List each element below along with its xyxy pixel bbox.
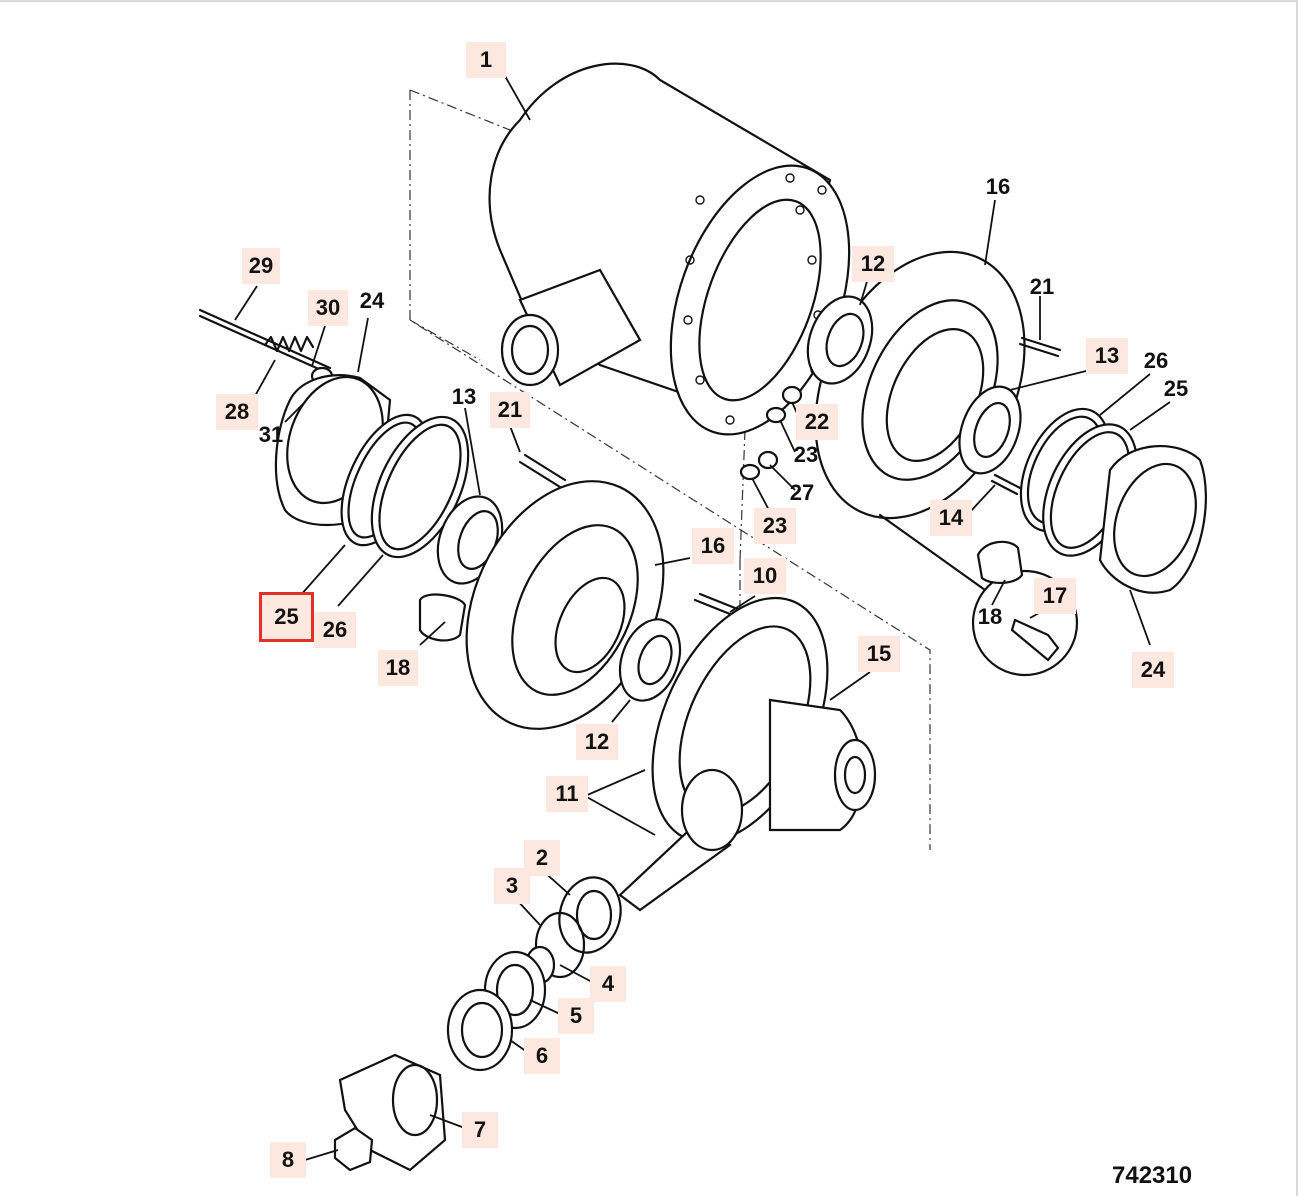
callout-21-left[interactable]: 21 — [490, 392, 530, 428]
left-end-parts — [198, 308, 504, 585]
callout-6[interactable]: 6 — [524, 1038, 560, 1074]
callout-10[interactable]: 10 — [744, 558, 786, 594]
pin-21-right — [1018, 336, 1062, 358]
callout-30[interactable]: 30 — [308, 290, 348, 326]
callout-28[interactable]: 28 — [216, 394, 258, 430]
callout-3[interactable]: 3 — [494, 868, 530, 904]
callout-16-right[interactable]: 16 — [985, 174, 1011, 199]
page-border-right — [1296, 0, 1298, 1196]
callout-25-selected[interactable]: 25 — [259, 592, 314, 642]
adjusting-nut-right — [958, 385, 1022, 475]
callout-13-left[interactable]: 13 — [451, 384, 477, 409]
callout-18-left[interactable]: 18 — [378, 650, 418, 686]
drawing-number: 742310 — [1112, 1162, 1193, 1189]
callout-24-right[interactable]: 24 — [1132, 652, 1174, 688]
callout-15[interactable]: 15 — [858, 636, 900, 672]
callout-12-right[interactable]: 12 — [852, 246, 894, 282]
callout-14[interactable]: 14 — [930, 500, 972, 536]
callout-29[interactable]: 29 — [242, 248, 280, 284]
callout-31[interactable]: 31 — [258, 422, 284, 447]
callout-8[interactable]: 8 — [270, 1142, 306, 1178]
callout-27[interactable]: 27 — [789, 480, 815, 505]
callout-18-right[interactable]: 18 — [977, 604, 1003, 629]
callout-4[interactable]: 4 — [590, 966, 626, 1002]
right-end-parts — [1019, 407, 1207, 594]
crown-wheel-and-differential — [618, 596, 877, 912]
callout-25-right[interactable]: 25 — [1163, 376, 1189, 401]
callout-21-right[interactable]: 21 — [1029, 274, 1055, 299]
callout-7[interactable]: 7 — [462, 1112, 498, 1148]
callout-2[interactable]: 2 — [524, 840, 560, 876]
callout-24-left[interactable]: 24 — [359, 288, 385, 313]
carrier-left — [418, 480, 665, 730]
pin-14 — [990, 473, 1022, 496]
callout-26-right[interactable]: 26 — [1143, 348, 1169, 373]
callout-1[interactable]: 1 — [466, 42, 506, 78]
pinion-parts — [333, 876, 622, 1172]
callout-16-left[interactable]: 16 — [692, 528, 734, 564]
axle-housing — [488, 62, 851, 436]
callout-5[interactable]: 5 — [558, 998, 594, 1034]
studs-22-23-27 — [739, 385, 803, 481]
leader-lines — [234, 75, 1171, 1161]
callout-12-left[interactable]: 12 — [576, 724, 618, 760]
callout-23-upper[interactable]: 23 — [793, 442, 819, 467]
callout-11[interactable]: 11 — [546, 776, 588, 812]
bearing-12-right — [806, 295, 874, 385]
pin-21-left — [523, 453, 567, 482]
page-border — [0, 0, 1298, 2]
callout-23-lower[interactable]: 23 — [754, 508, 796, 544]
bearing-12-left — [618, 618, 682, 702]
callout-26-left[interactable]: 26 — [314, 612, 356, 648]
callout-13-right[interactable]: 13 — [1086, 338, 1128, 374]
callout-22[interactable]: 22 — [796, 404, 838, 440]
callout-17[interactable]: 17 — [1034, 578, 1076, 614]
